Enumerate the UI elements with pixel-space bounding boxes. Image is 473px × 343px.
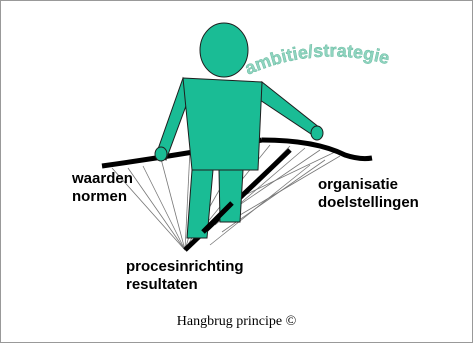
figure-left-leg bbox=[186, 169, 214, 239]
figure-head bbox=[199, 22, 249, 78]
figure-left-hand bbox=[154, 146, 168, 162]
caption: Hangbrug principe © bbox=[176, 314, 297, 329]
person-figure bbox=[154, 22, 324, 239]
label-procesinrichting-resultaten: procesinrichting resultaten bbox=[126, 258, 244, 293]
figure-torso bbox=[182, 77, 263, 171]
figure-right-arm bbox=[259, 81, 321, 137]
ambitie-strategie-text: ambitie/strategie bbox=[242, 40, 392, 78]
label-organisatie-doelstellingen: organisatie doelstellingen bbox=[318, 176, 419, 211]
label-waarden-normen: waarden normen bbox=[72, 170, 133, 205]
figure-right-hand bbox=[310, 125, 324, 141]
right-rope bbox=[261, 137, 373, 162]
